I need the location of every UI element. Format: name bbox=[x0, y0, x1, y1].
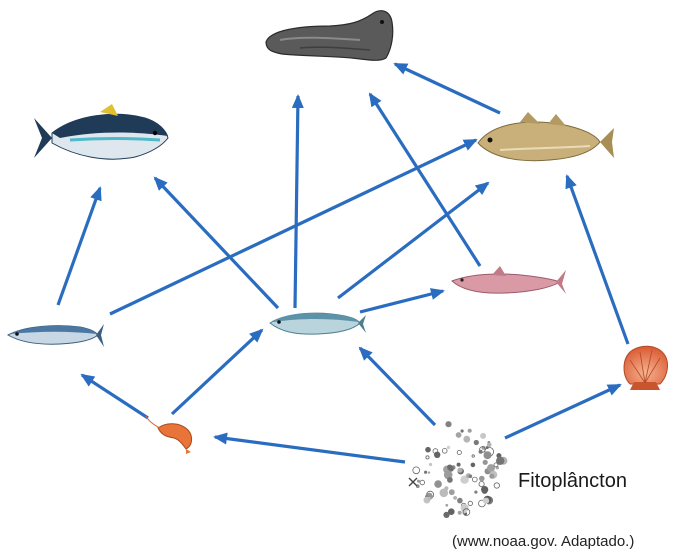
phytoplankton-label: Fitoplâncton bbox=[518, 470, 627, 493]
cod-icon bbox=[478, 112, 614, 161]
herring-icon bbox=[270, 313, 366, 334]
shrimp-icon bbox=[146, 416, 192, 454]
mackerel-icon bbox=[8, 324, 104, 347]
arrow-mackerel-to-tuna bbox=[58, 188, 100, 305]
scallop-icon bbox=[624, 346, 667, 390]
tuna-icon bbox=[34, 104, 168, 159]
arrow-phytoplankton-to-shrimp bbox=[215, 437, 405, 462]
phytoplankton-icon bbox=[409, 421, 507, 518]
arrow-shrimp-to-herring bbox=[172, 330, 262, 414]
arrow-shrimp-to-mackerel bbox=[82, 375, 148, 418]
arrow-phytoplankton-to-herring bbox=[360, 348, 435, 425]
arrow-shark-to-seal bbox=[370, 94, 480, 266]
arrow-phytoplankton-to-scallop bbox=[505, 385, 620, 438]
dogfish-shark-icon bbox=[452, 266, 566, 294]
arrow-herring-to-shark bbox=[360, 291, 443, 312]
seal-icon bbox=[266, 11, 393, 61]
arrow-scallop-to-cod bbox=[567, 176, 628, 344]
source-caption: (www.noaa.gov. Adaptado.) bbox=[452, 533, 634, 550]
arrow-cod-to-seal bbox=[395, 64, 500, 113]
arrow-herring-to-seal bbox=[295, 96, 298, 308]
arrow-mackerel-to-cod bbox=[110, 140, 476, 314]
